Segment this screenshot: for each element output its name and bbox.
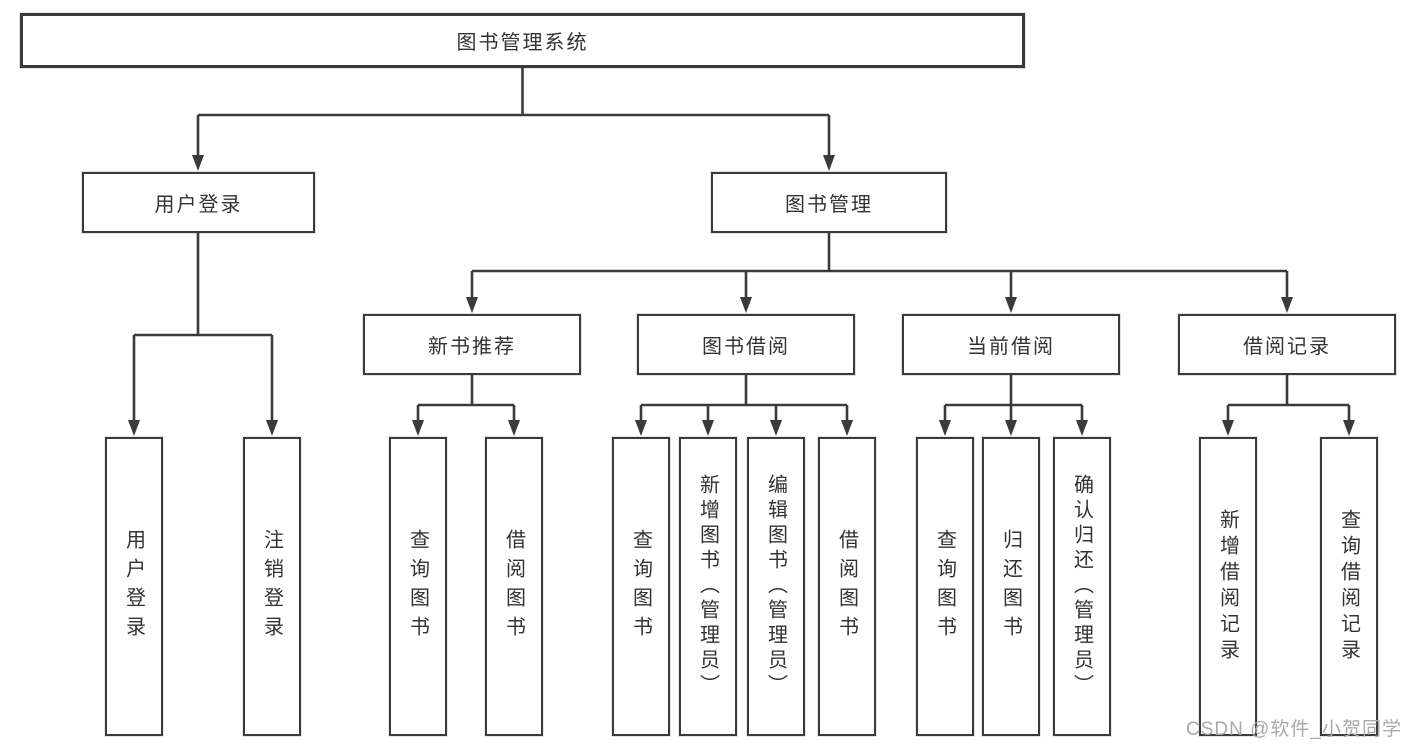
leaf-logout: 注销登录 [243,437,301,736]
connector-book-management-to-level3 [466,233,1293,313]
node-book-borrow: 图书借阅 [637,314,855,375]
leaf-confirm-return-admin: 确认归还（管理员） [1053,437,1111,736]
leaf-add-book-admin: 新增图书（管理员） [679,437,737,736]
node-current-borrow: 当前借阅 [902,314,1120,375]
leaf-logout-label: 注销登录 [260,528,283,645]
node-borrow-records: 借阅记录 [1178,314,1396,375]
node-new-book-recommend-label: 新书推荐 [428,336,516,358]
leaf-borrow-query-books: 查询图书 [612,437,670,736]
leaf-recommend-borrow-books-label: 借阅图书 [502,528,525,645]
node-user-login: 用户登录 [82,172,315,233]
node-borrow-records-label: 借阅记录 [1243,336,1331,358]
connector-root-to-level2 [192,68,835,171]
connector-book-borrow-branch [635,375,853,436]
leaf-return-book-label: 归还图书 [999,528,1022,645]
watermark: CSDN @软件_小贺同学 [1186,719,1402,740]
leaf-return-book: 归还图书 [982,437,1040,736]
leaf-user-login-label: 用户登录 [122,528,145,645]
leaf-add-borrow-record-label: 新增借阅记录 [1216,508,1239,665]
leaf-recommend-query-books-label: 查询图书 [406,528,429,645]
leaf-edit-book-admin: 编辑图书（管理员） [747,437,805,736]
leaf-user-login: 用户登录 [105,437,163,736]
leaf-recommend-borrow-books: 借阅图书 [485,437,543,736]
leaf-borrow-books-label: 借阅图书 [835,528,858,645]
leaf-edit-book-admin-label: 编辑图书（管理员） [764,474,787,699]
node-book-borrow-label: 图书借阅 [702,336,790,358]
connector-user-login-branch [128,233,278,436]
node-new-book-recommend: 新书推荐 [363,314,581,375]
connector-borrow-records-branch [1222,375,1355,436]
connector-current-borrow-branch [939,375,1088,436]
leaf-query-borrow-record: 查询借阅记录 [1320,437,1378,736]
node-root-label: 图书管理系统 [456,32,589,54]
leaf-add-borrow-record: 新增借阅记录 [1199,437,1257,736]
leaf-confirm-return-admin-label: 确认归还（管理员） [1070,474,1093,699]
connector-new-book-recommend-branch [412,375,520,436]
leaf-current-query-books-label: 查询图书 [933,528,956,645]
node-book-management-label: 图书管理 [785,194,873,216]
node-current-borrow-label: 当前借阅 [967,336,1055,358]
leaf-query-borrow-record-label: 查询借阅记录 [1337,508,1360,665]
node-user-login-label: 用户登录 [154,194,243,216]
leaf-current-query-books: 查询图书 [916,437,974,736]
leaf-recommend-query-books: 查询图书 [389,437,447,736]
node-root: 图书管理系统 [20,13,1025,68]
leaf-borrow-query-books-label: 查询图书 [629,528,652,645]
node-book-management: 图书管理 [711,172,947,233]
leaf-borrow-books: 借阅图书 [818,437,876,736]
leaf-add-book-admin-label: 新增图书（管理员） [696,474,719,699]
